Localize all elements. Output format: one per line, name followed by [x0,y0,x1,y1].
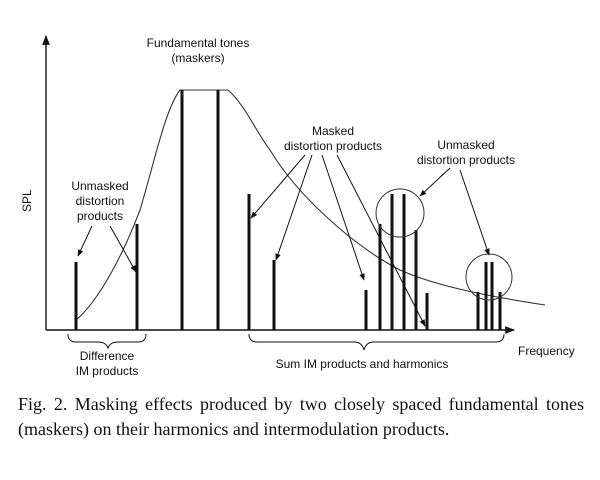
unmasked-right-label-line2: distortion products [417,153,515,167]
arrow-masked-3 [321,154,365,281]
masking-threshold-curve [75,89,546,321]
arrow-unmasked-right-2 [459,169,490,256]
arrow-unmasked-right-1 [419,167,451,197]
unmasked-left-label-line1: Unmasked [71,179,128,193]
unmasked-circle-right [465,253,513,301]
difference-label-line1: Difference [80,349,135,363]
unmasked-circle-middle [375,188,425,238]
arrow-unmasked-left-2 [109,225,137,273]
sum-label: Sum IM products and harmonics [276,357,449,371]
unmasked-right-label-line1: Unmasked [437,138,494,152]
arrow-unmasked-left-1 [77,225,93,257]
arrow-masked-4 [336,154,426,327]
fundamental-label-line2: (maskers) [171,51,224,65]
sum-brace [248,333,505,351]
arrow-masked-2 [275,154,313,261]
masked-label-line1: Masked [312,124,354,138]
unmasked-left-label-line3: products [77,209,123,223]
x-axis-label: Frequency [518,344,575,358]
masked-label-line2: distortion products [284,139,382,153]
figure-caption: Fig. 2. Masking effects produced by two … [18,394,584,439]
unmasked-left-label-line2: distortion [76,194,125,208]
fundamental-label-line1: Fundamental tones [147,36,250,50]
masking-diagram: SPL Frequency Fundamental tones (maskers… [20,35,575,378]
difference-label-line2: IM products [76,364,139,378]
arrow-masked-1 [250,154,306,219]
y-axis-label: SPL [20,189,34,212]
difference-brace [67,333,147,350]
